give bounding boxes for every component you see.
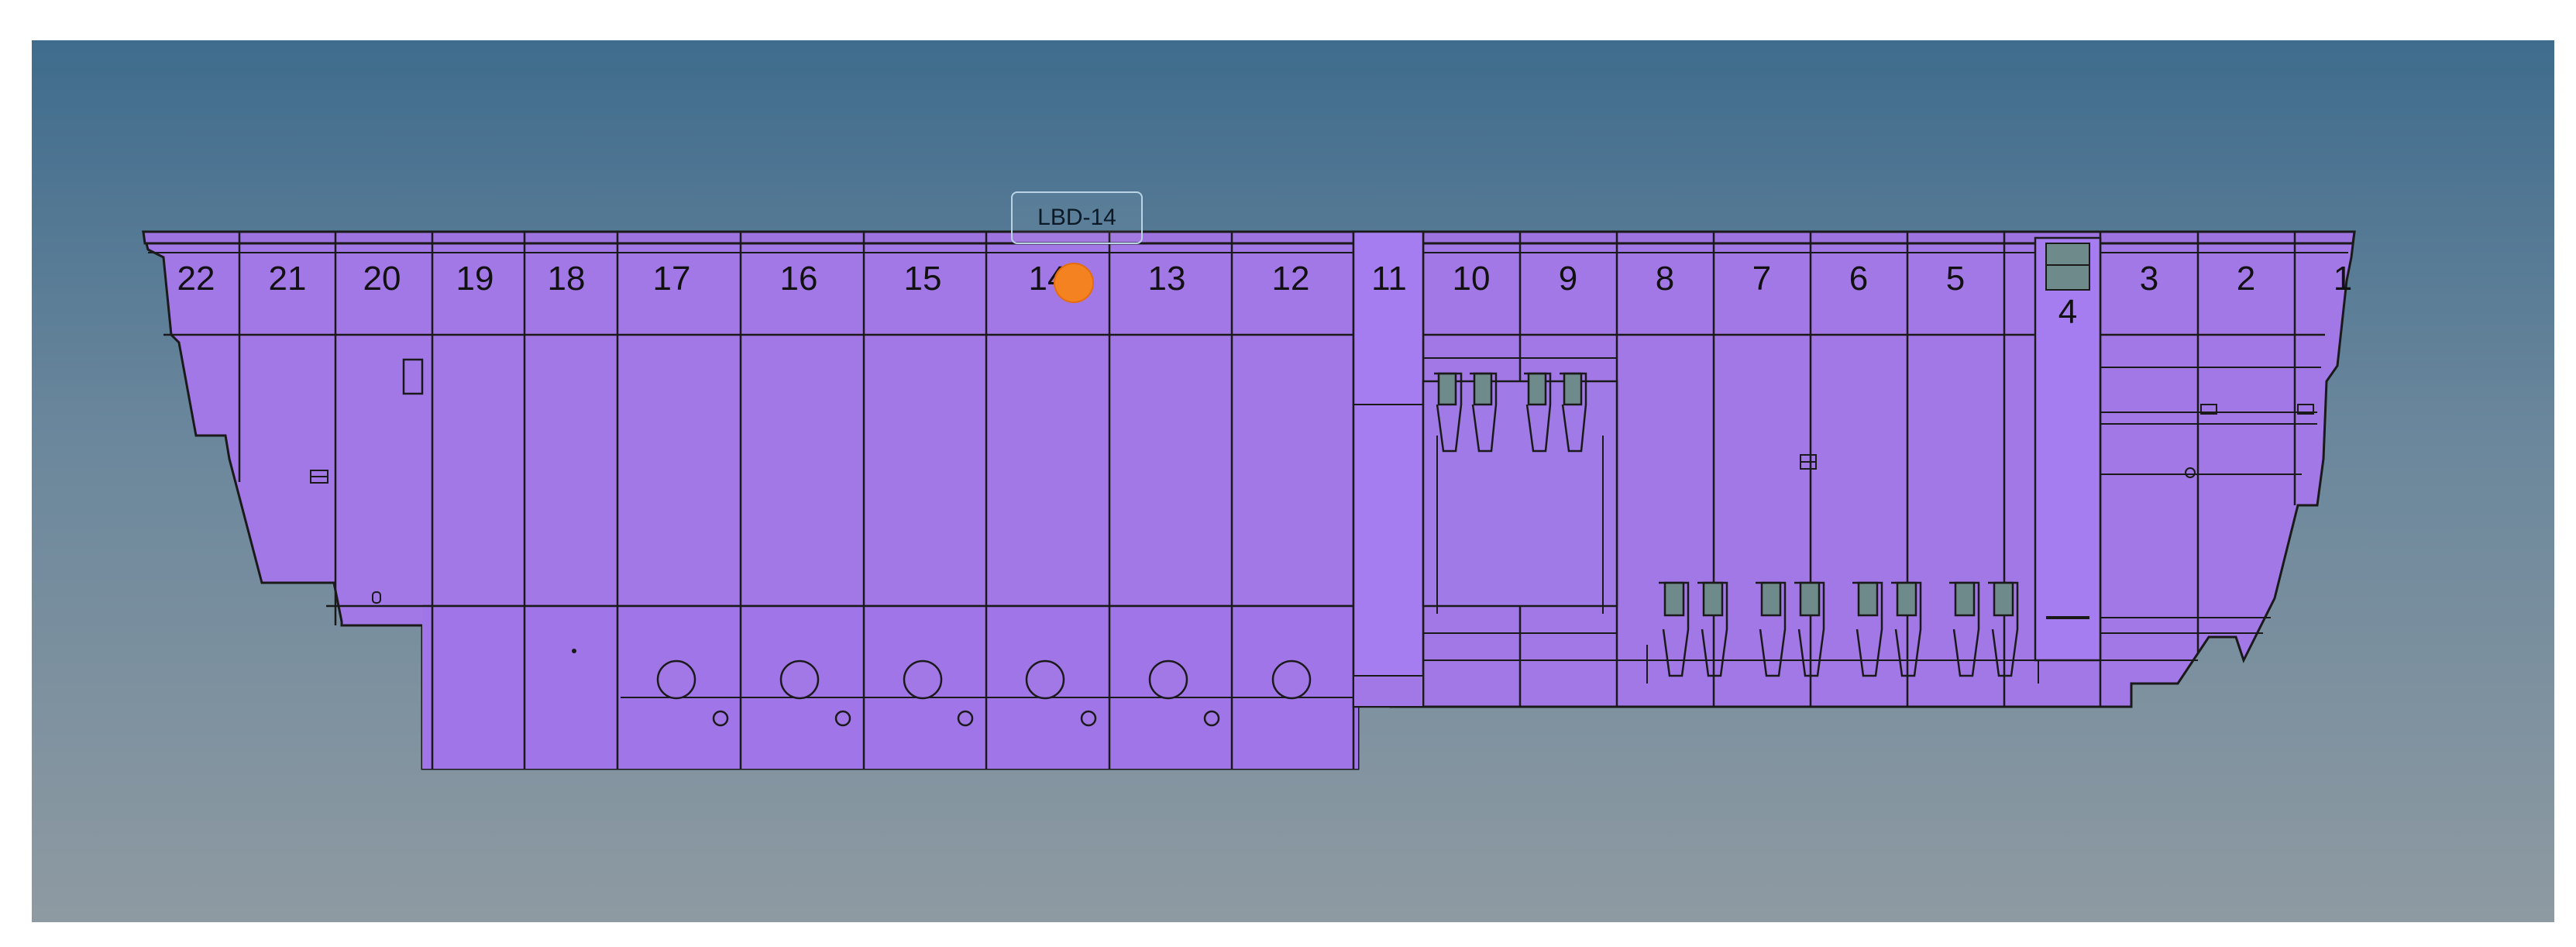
marker-tag[interactable]: LBD-14 bbox=[1011, 191, 1143, 244]
section-label-6: 6 bbox=[1849, 260, 1868, 298]
section-label-11: 11 bbox=[1371, 260, 1407, 298]
section-label-17: 17 bbox=[653, 260, 691, 298]
section-dividers bbox=[238, 232, 2296, 769]
section-label-8: 8 bbox=[1656, 260, 1674, 298]
3d-viewport[interactable]: 22 21 20 19 18 17 16 15 14 13 12 11 10 9… bbox=[32, 40, 2554, 922]
section-4-hatch bbox=[2034, 236, 2102, 662]
deck-rail bbox=[142, 230, 2356, 245]
section-label-10: 10 bbox=[1453, 260, 1491, 298]
portholes bbox=[656, 659, 1312, 727]
section-label-15: 15 bbox=[904, 260, 942, 298]
section-label-16: 16 bbox=[780, 260, 818, 298]
section-label-9: 9 bbox=[1559, 260, 1577, 298]
section-labels: 22 21 20 19 18 17 16 15 14 13 12 11 10 9… bbox=[177, 260, 2353, 331]
section-label-7: 7 bbox=[1752, 260, 1771, 298]
section-label-12: 12 bbox=[1272, 260, 1310, 298]
section-label-3: 3 bbox=[2140, 260, 2158, 298]
section-label-20: 20 bbox=[363, 260, 401, 298]
section-label-5: 5 bbox=[1946, 260, 1965, 298]
section-label-21: 21 bbox=[269, 260, 307, 298]
location-marker[interactable] bbox=[1054, 263, 1094, 303]
section-11-column bbox=[1352, 230, 1425, 708]
section-label-19: 19 bbox=[456, 260, 494, 298]
section-label-22: 22 bbox=[177, 260, 215, 298]
section-label-18: 18 bbox=[548, 260, 586, 298]
section-label-13: 13 bbox=[1148, 260, 1186, 298]
bay-10-9 bbox=[1422, 380, 1618, 608]
hull-model[interactable]: 22 21 20 19 18 17 16 15 14 13 12 11 10 9… bbox=[32, 40, 2554, 922]
section-label-4: 4 bbox=[2058, 293, 2077, 331]
upper-slots bbox=[1437, 372, 1583, 406]
lower-panel bbox=[422, 606, 1358, 769]
stern-door bbox=[402, 358, 424, 395]
section-label-2: 2 bbox=[2237, 260, 2255, 298]
section-label-1: 1 bbox=[2334, 260, 2352, 298]
